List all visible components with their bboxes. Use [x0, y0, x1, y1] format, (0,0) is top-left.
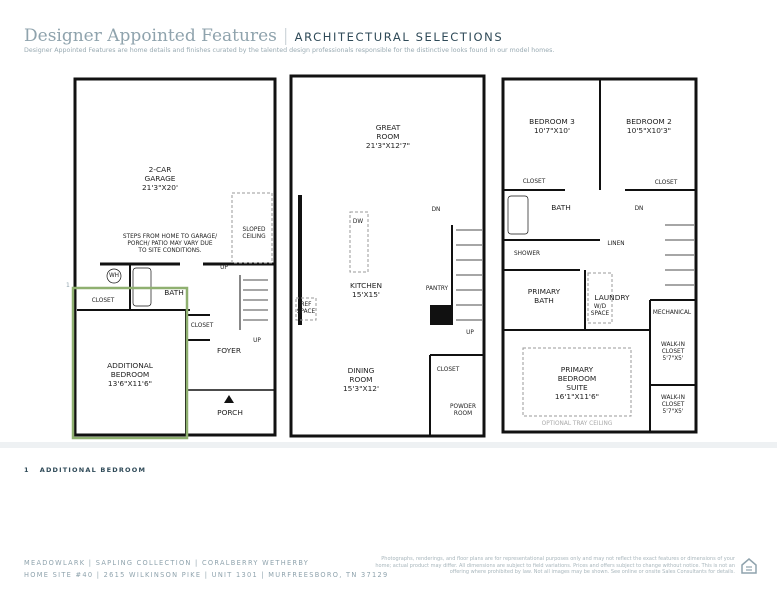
page-subtitle: Designer Appointed Features are home det…	[24, 47, 555, 54]
bath-label: BATH	[164, 288, 184, 297]
foyer-label: FOYER	[217, 346, 241, 355]
page-title: Designer Appointed Features|ARCHITECTURA…	[24, 26, 504, 46]
section-title: ARCHITECTURAL SELECTIONS	[294, 30, 504, 44]
linen-label: LINEN	[607, 241, 625, 247]
closet-label: CLOSET	[91, 298, 115, 304]
pantry-label: PANTRY	[425, 286, 449, 292]
porch-label: PORCH	[217, 408, 243, 417]
up-label: UP	[253, 338, 261, 344]
tray-ceiling-label: OPTIONAL TRAY CEILING	[541, 421, 613, 427]
footer-community: MEADOWLARK | SAPLING COLLECTION | CORALB…	[24, 559, 310, 567]
water-heater-icon	[106, 268, 122, 284]
closet-label: CLOSET	[522, 179, 546, 185]
steps-note: STEPS FROM HOME TO GARAGE/PORCH/ PATIO M…	[122, 234, 218, 254]
equal-housing-icon	[741, 558, 757, 574]
up-label: UP	[466, 330, 474, 336]
option-marker: 1	[66, 282, 70, 289]
floor2-outline	[289, 74, 486, 438]
shower-label: SHOWER	[513, 251, 541, 257]
divider-band	[0, 442, 777, 448]
closet-label: CLOSET	[436, 367, 460, 373]
dw-label: DW	[352, 219, 364, 225]
closet-label: CLOSET	[654, 180, 678, 186]
dn-label: DN	[431, 207, 441, 213]
up-label: UP	[220, 265, 228, 271]
wh-label: WH	[108, 273, 120, 279]
entry-arrow-icon	[224, 395, 234, 403]
laundry-label: LAUNDRY	[594, 293, 630, 302]
additional-bedroom-highlight	[71, 286, 189, 440]
footer-address: HOME SITE #40 | 2615 WILKINSON PIKE | UN…	[24, 571, 389, 579]
footer-disclaimer: Photographs, renderings, and floor plans…	[375, 556, 735, 576]
floor1-outline	[73, 77, 277, 437]
closet-label: CLOSET	[190, 323, 214, 329]
bath-label: BATH	[551, 203, 571, 212]
mechanical-label: MECHANICAL	[652, 310, 692, 316]
dn-label: DN	[634, 206, 644, 212]
